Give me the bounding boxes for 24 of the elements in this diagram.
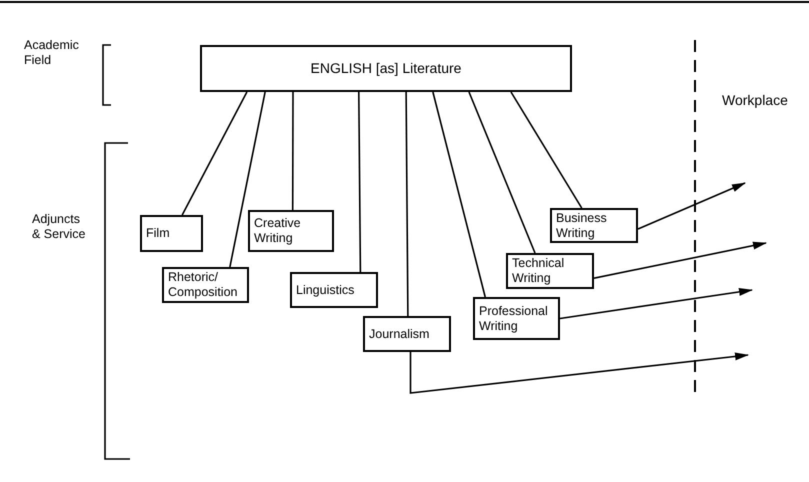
category-box: Linguistics: [290, 272, 378, 308]
connector-line: [292, 92, 294, 210]
arrow: [560, 288, 753, 320]
category-box: Creative Writing: [248, 210, 334, 252]
connector-line: [229, 92, 266, 268]
category-box: Business Writing: [550, 208, 638, 243]
arrow: [638, 182, 746, 230]
category-box: Technical Writing: [506, 253, 594, 289]
section-label: Academic Field: [24, 38, 80, 68]
category-box: ENGLISH [as] Literature: [200, 45, 572, 92]
connector-line: [182, 92, 248, 216]
arrow: [410, 352, 749, 394]
category-box: Film: [140, 215, 203, 252]
section-label: Workplace: [722, 92, 789, 109]
connector-line: [432, 92, 486, 298]
category-box: Professional Writing: [473, 297, 560, 340]
category-box: Journalism: [363, 316, 451, 352]
connector-line: [358, 92, 362, 272]
arrow: [594, 242, 767, 279]
connector-line: [510, 92, 582, 208]
connector-line: [405, 92, 409, 316]
section-label: Adjuncts & Service: [32, 212, 86, 242]
category-box: Rhetoric/ Composition: [162, 267, 249, 303]
connector-line: [468, 92, 536, 254]
